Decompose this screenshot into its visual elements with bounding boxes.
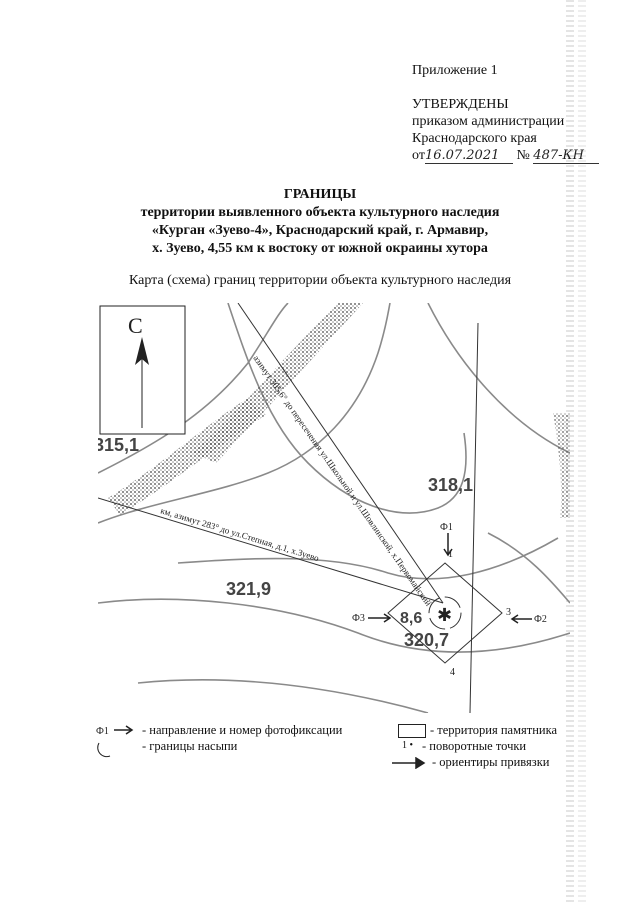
legend-mound-label: - границы насыпи bbox=[142, 739, 238, 753]
contour-line bbox=[137, 679, 429, 713]
photo-point-3-label: Ф3 bbox=[352, 613, 365, 624]
elevation-320: 320,7 bbox=[404, 630, 449, 650]
forest-belt bbox=[553, 413, 570, 518]
title-line-1: территории выявленного объекта культурно… bbox=[140, 205, 500, 220]
legend-photo-label: - направление и номер фотофиксации bbox=[142, 723, 343, 737]
legend-reference-label: - ориентиры привязки bbox=[432, 755, 550, 769]
from-prefix: от bbox=[412, 148, 425, 163]
mound-boundary-icon bbox=[97, 742, 111, 758]
meridian-line bbox=[469, 322, 479, 713]
approved-label: УТВЕРЖДЕНЫ bbox=[412, 97, 509, 112]
forest-belt bbox=[108, 398, 266, 515]
territory-icon bbox=[398, 724, 426, 738]
approved-line-1: приказом администрации bbox=[412, 114, 565, 129]
elevation-315: 315,1 bbox=[98, 435, 139, 455]
contour-line bbox=[177, 537, 559, 580]
contour-line bbox=[98, 303, 391, 524]
elevation-321: 321,9 bbox=[226, 579, 271, 599]
approval-date-line: от16.07.2021 № 487-КН bbox=[412, 147, 600, 164]
contour-lines bbox=[98, 303, 570, 713]
photo-point-3-arrow bbox=[368, 613, 392, 623]
north-letter: С bbox=[128, 313, 143, 338]
reference-line-w bbox=[98, 497, 444, 604]
approved-line-2: Краснодарского края bbox=[412, 131, 537, 146]
photo-direction-icon: Ф1 bbox=[96, 725, 134, 736]
contour-line bbox=[98, 303, 289, 474]
scan-artifact-right bbox=[566, 0, 574, 905]
contour-line bbox=[487, 532, 570, 604]
road-label-1: азимут 305,6° до пересечения ул.Школьной… bbox=[251, 353, 433, 607]
approval-date: 16.07.2021 bbox=[424, 149, 513, 164]
road-label-2: км, азимут 283° до ул.Степная, д.1, х.Зу… bbox=[159, 505, 320, 563]
corner-point-1: 1 bbox=[448, 549, 453, 560]
boundary-map: азимут 305,6° до пересечения ул.Школьной… bbox=[98, 303, 570, 713]
elevation-8-6: 8,6 bbox=[400, 610, 422, 627]
svg-text:Ф1: Ф1 bbox=[96, 726, 109, 736]
appendix-label: Приложение 1 bbox=[412, 63, 498, 78]
photo-point-2-arrow bbox=[510, 614, 532, 624]
legend-territory-label: - территория памятника bbox=[430, 723, 558, 737]
approval-block: Приложение 1 УТВЕРЖДЕНЫ приказом админис… bbox=[412, 62, 600, 164]
title-heading: ГРАНИЦЫ bbox=[283, 187, 357, 202]
corner-point-3: 3 bbox=[506, 607, 511, 618]
mound-boundary bbox=[428, 596, 462, 630]
map-subtitle: Карта (схема) границ территории объекта … bbox=[128, 273, 512, 288]
elevation-318: 318,1 bbox=[428, 475, 473, 495]
photo-point-1-arrow bbox=[443, 533, 453, 557]
approval-number: 487-КН bbox=[533, 149, 600, 164]
contour-line bbox=[227, 303, 467, 514]
title-line-2: «Курган «Зуево-4», Краснодарский край, г… bbox=[151, 223, 489, 238]
reference-line-nw bbox=[237, 303, 444, 604]
legend-turn-points-label: - поворотные точки bbox=[422, 739, 527, 753]
contour-line bbox=[427, 303, 570, 454]
reference-arrow-icon bbox=[392, 757, 426, 769]
north-arrow-icon bbox=[135, 337, 149, 365]
number-prefix: № bbox=[516, 148, 530, 163]
photo-point-2-label: Ф2 bbox=[534, 614, 547, 625]
monument-territory bbox=[387, 562, 503, 664]
corner-point-4: 4 bbox=[450, 667, 455, 678]
turn-point-icon: 1 • bbox=[402, 740, 414, 751]
contour-line bbox=[98, 598, 570, 653]
scan-artifact-right-2 bbox=[578, 0, 586, 905]
document-title: ГРАНИЦЫ территории выявленного объекта к… bbox=[0, 186, 640, 258]
legend: Ф1 - направление и номер фотофиксации - … bbox=[96, 722, 586, 782]
photo-point-1-label: Ф1 bbox=[440, 522, 453, 533]
mound-star: ✱ bbox=[437, 605, 452, 625]
title-line-3: х. Зуево, 4,55 км к востоку от южной окр… bbox=[152, 241, 488, 256]
